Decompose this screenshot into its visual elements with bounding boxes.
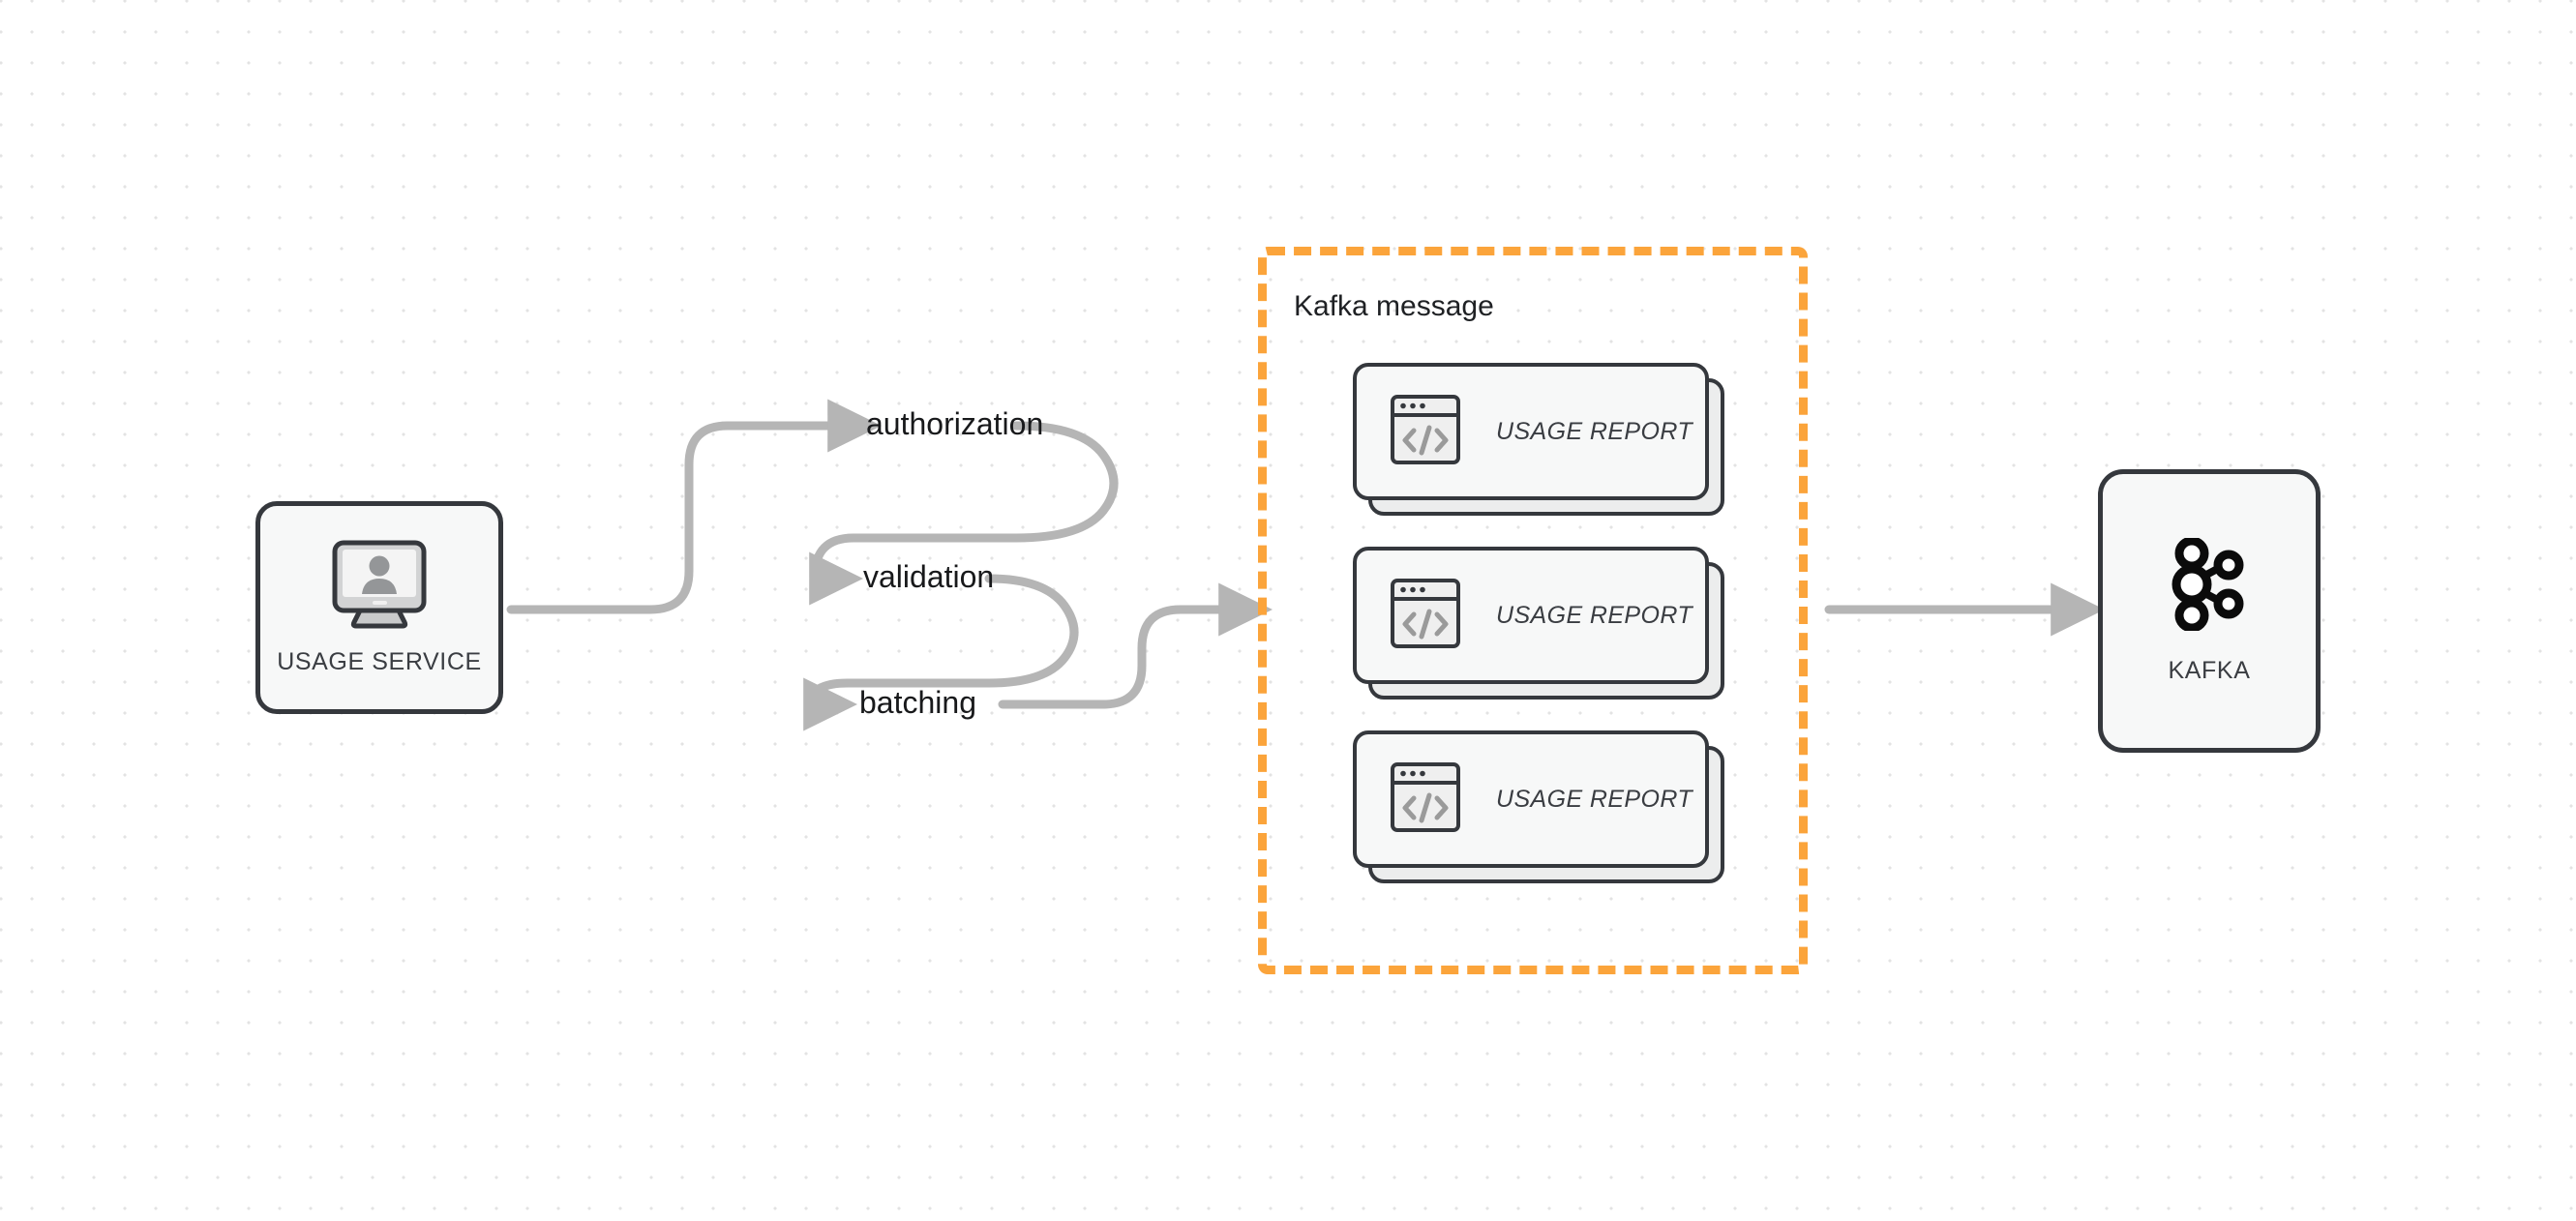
- node-kafka-label: KAFKA: [2168, 656, 2251, 684]
- usage-report-card-label: USAGE REPORT: [1496, 417, 1692, 445]
- usage-report-card[interactable]: USAGE REPORT: [1353, 547, 1724, 700]
- connector-authorization-to-validation: [809, 421, 1119, 606]
- node-usage-service[interactable]: USAGE SERVICE: [255, 501, 503, 714]
- kafka-message-group: [1258, 247, 1808, 974]
- connector-usage-service-to-authorization: [506, 399, 882, 614]
- connector-batching-to-kafka-message: [998, 582, 1273, 709]
- node-usage-service-label: USAGE SERVICE: [277, 648, 482, 675]
- usage-report-card[interactable]: USAGE REPORT: [1353, 730, 1724, 883]
- pipeline-step-batching: batching: [859, 685, 976, 720]
- monitor-user-icon: [327, 539, 432, 637]
- kafka-message-group-title: Kafka message: [1294, 290, 1494, 322]
- kafka-logo-icon: [2169, 536, 2250, 636]
- code-window-icon: [1390, 761, 1461, 838]
- node-kafka[interactable]: KAFKA: [2098, 469, 2321, 753]
- usage-report-card[interactable]: USAGE REPORT: [1353, 363, 1724, 516]
- pipeline-step-validation: validation: [863, 559, 995, 594]
- code-window-icon: [1390, 578, 1461, 654]
- usage-report-card-label: USAGE REPORT: [1496, 785, 1692, 813]
- code-window-icon: [1390, 394, 1461, 470]
- usage-report-card-label: USAGE REPORT: [1496, 601, 1692, 629]
- pipeline-step-authorization: authorization: [866, 406, 1044, 441]
